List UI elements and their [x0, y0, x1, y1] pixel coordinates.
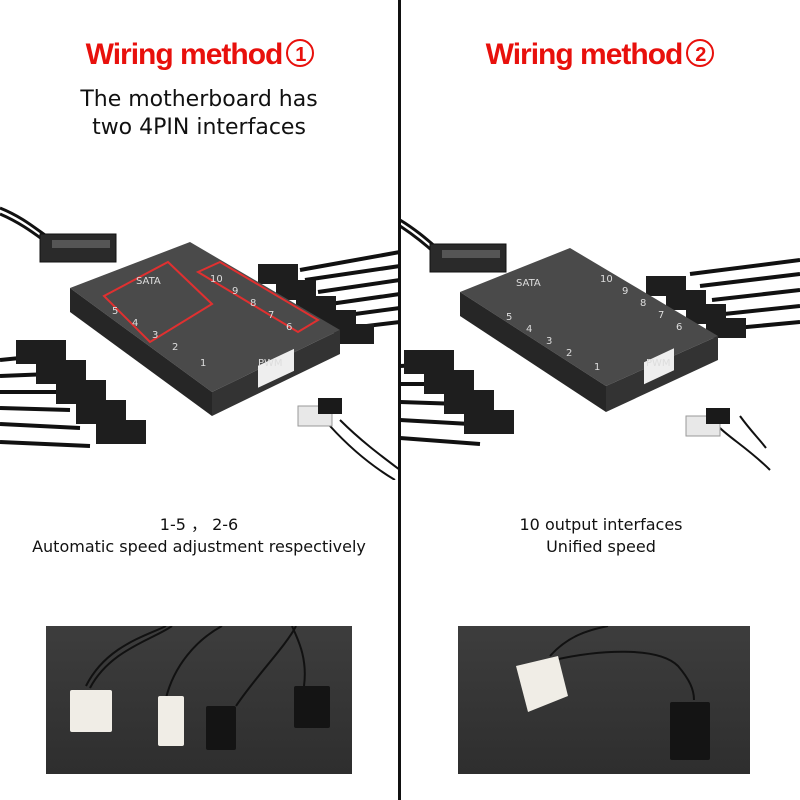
hub-port-label: 6: [676, 322, 682, 333]
hub-port-label: 1: [594, 362, 600, 373]
hub-port-label: 5: [112, 306, 118, 317]
pwm-connector-icon: [297, 398, 400, 480]
left-connectors-photo: [46, 626, 352, 774]
sata-connector-icon: [400, 218, 507, 273]
left-hub-diagram: SATA PWM 1 2 3 4 5 6 7 8 9 10: [0, 180, 400, 480]
right-title-text: Wiring method: [485, 38, 684, 71]
right-caption-line2: Unified speed: [546, 537, 656, 556]
hub-sata-label: SATA: [136, 276, 161, 287]
right-hub-diagram: SATA PWM 1 2 3 4 5 6 7 8 9 10: [400, 180, 800, 480]
hub-pwm-label: PWM: [258, 358, 283, 369]
right-caption: 10 output interfaces Unified speed: [402, 514, 800, 558]
fan-hub-icon: [70, 242, 340, 416]
left-caption: 1-5 ， 2-6 Automatic speed adjustment res…: [0, 514, 398, 558]
sata-connector-icon: [0, 206, 117, 263]
left-caption-line1: 1-5 ， 2-6: [159, 515, 239, 534]
left-title-text: Wiring method: [85, 38, 284, 71]
hub-port-label: 1: [200, 358, 206, 369]
left-caption-line2: Automatic speed adjustment respectively: [32, 537, 366, 556]
left-subtitle-line2: two 4PIN interfaces: [92, 115, 306, 140]
hub-port-label: 8: [250, 298, 256, 309]
right-title-number: 2: [686, 39, 715, 67]
hub-port-label: 7: [658, 310, 664, 321]
fan-header-icon: [258, 250, 400, 344]
hub-pwm-label: PWM: [646, 358, 671, 369]
fan-header-icon: [400, 350, 514, 446]
hub-port-label: 3: [546, 336, 552, 347]
hub-port-label: 2: [566, 348, 572, 359]
hub-port-label: 4: [132, 318, 138, 329]
fan-header-icon: [70, 686, 330, 750]
panel-divider: [398, 0, 401, 800]
fan-hub-icon: [460, 248, 718, 412]
fan-header-icon: [646, 258, 800, 338]
right-connectors-photo: [458, 626, 750, 774]
hub-sata-label: SATA: [516, 278, 541, 289]
left-title-number: 1: [286, 39, 315, 67]
right-caption-line1: 10 output interfaces: [519, 515, 683, 534]
hub-port-label: 3: [152, 330, 158, 341]
pwm-connector-icon: [685, 408, 771, 471]
hub-port-label: 7: [268, 310, 274, 321]
left-subtitle-line1: The motherboard has: [80, 87, 318, 112]
fan-header-icon: [0, 340, 146, 448]
left-subtitle: The motherboard has two 4PIN interfaces: [0, 86, 398, 142]
hub-port-label: 5: [506, 312, 512, 323]
fan-header-icon: [516, 656, 710, 760]
hub-port-label: 8: [640, 298, 646, 309]
hub-port-label: 9: [232, 286, 238, 297]
hub-port-label: 4: [526, 324, 532, 335]
hub-port-label: 9: [622, 286, 628, 297]
hub-port-label: 6: [286, 322, 292, 333]
hub-port-label: 2: [172, 342, 178, 353]
hub-port-label: 10: [210, 274, 223, 285]
hub-port-label: 10: [600, 274, 613, 285]
